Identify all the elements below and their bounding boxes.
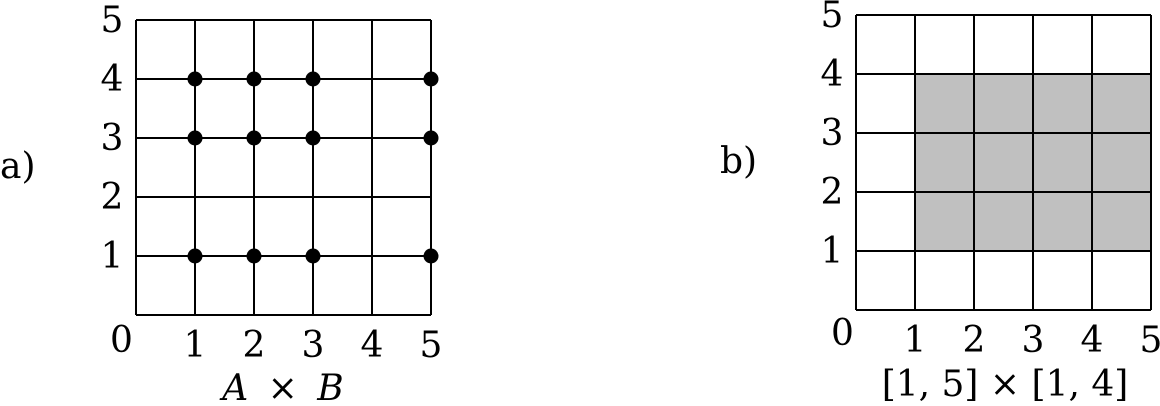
panel-a-y-ticks: 1 2 3 4 5: [101, 0, 124, 277]
point-5-4: [423, 71, 439, 87]
point-3-3: [305, 130, 321, 146]
panel-a-y-tick-5: 5: [101, 0, 124, 41]
panel-b-x-tick-2: 2: [963, 320, 986, 361]
panel-b-grid: [855, 14, 1152, 311]
panel-a-caption-op: ×: [268, 368, 298, 406]
panel-a-caption-right: B: [316, 368, 343, 406]
panel-a-x-tick-2: 2: [243, 325, 266, 366]
panel-b-origin-label: 0: [831, 313, 854, 354]
panel-a-caption: A × B: [219, 368, 344, 406]
panel-a-y-tick-3: 3: [101, 118, 124, 159]
panel-b-x-tick-5: 5: [1140, 320, 1160, 361]
point-2-4: [246, 71, 262, 87]
panel-b-x-tick-1: 1: [904, 320, 927, 361]
point-1-3: [187, 130, 203, 146]
point-1-1: [187, 248, 203, 264]
panel-a-x-tick-5: 5: [420, 325, 443, 366]
panel-b-y-tick-1: 1: [821, 231, 844, 272]
point-1-4: [187, 71, 203, 87]
point-5-1: [423, 248, 439, 264]
panel-a-x-tick-3: 3: [302, 325, 325, 366]
panel-b-label: b): [720, 141, 757, 182]
panel-b-y-tick-3: 3: [821, 113, 844, 154]
panel-a-caption-left: A: [219, 368, 248, 406]
panel-a-y-tick-4: 4: [101, 59, 124, 100]
panel-b-y-ticks: 1 2 3 4 5: [821, 0, 844, 272]
panel-a-y-tick-2: 2: [101, 177, 124, 218]
panel-b-x-tick-3: 3: [1022, 320, 1045, 361]
point-2-1: [246, 248, 262, 264]
point-2-3: [246, 130, 262, 146]
panel-b-y-tick-5: 5: [821, 0, 844, 36]
panel-b-caption: [1, 5] × [1, 4]: [882, 364, 1129, 405]
point-3-4: [305, 71, 321, 87]
panel-a-x-tick-4: 4: [361, 325, 384, 366]
panel-a-grid: [135, 19, 432, 316]
panel-b-x-tick-4: 4: [1081, 320, 1104, 361]
panel-a-label: a): [0, 146, 36, 187]
panel-b-y-tick-2: 2: [821, 172, 844, 213]
panel-a-y-tick-1: 1: [101, 236, 124, 277]
panel-a-points: [187, 71, 439, 264]
point-5-3: [423, 130, 439, 146]
point-3-1: [305, 248, 321, 264]
panel-a-x-tick-1: 1: [184, 325, 207, 366]
panel-a-origin-label: 0: [110, 320, 133, 361]
panel-b-y-tick-4: 4: [821, 54, 844, 95]
